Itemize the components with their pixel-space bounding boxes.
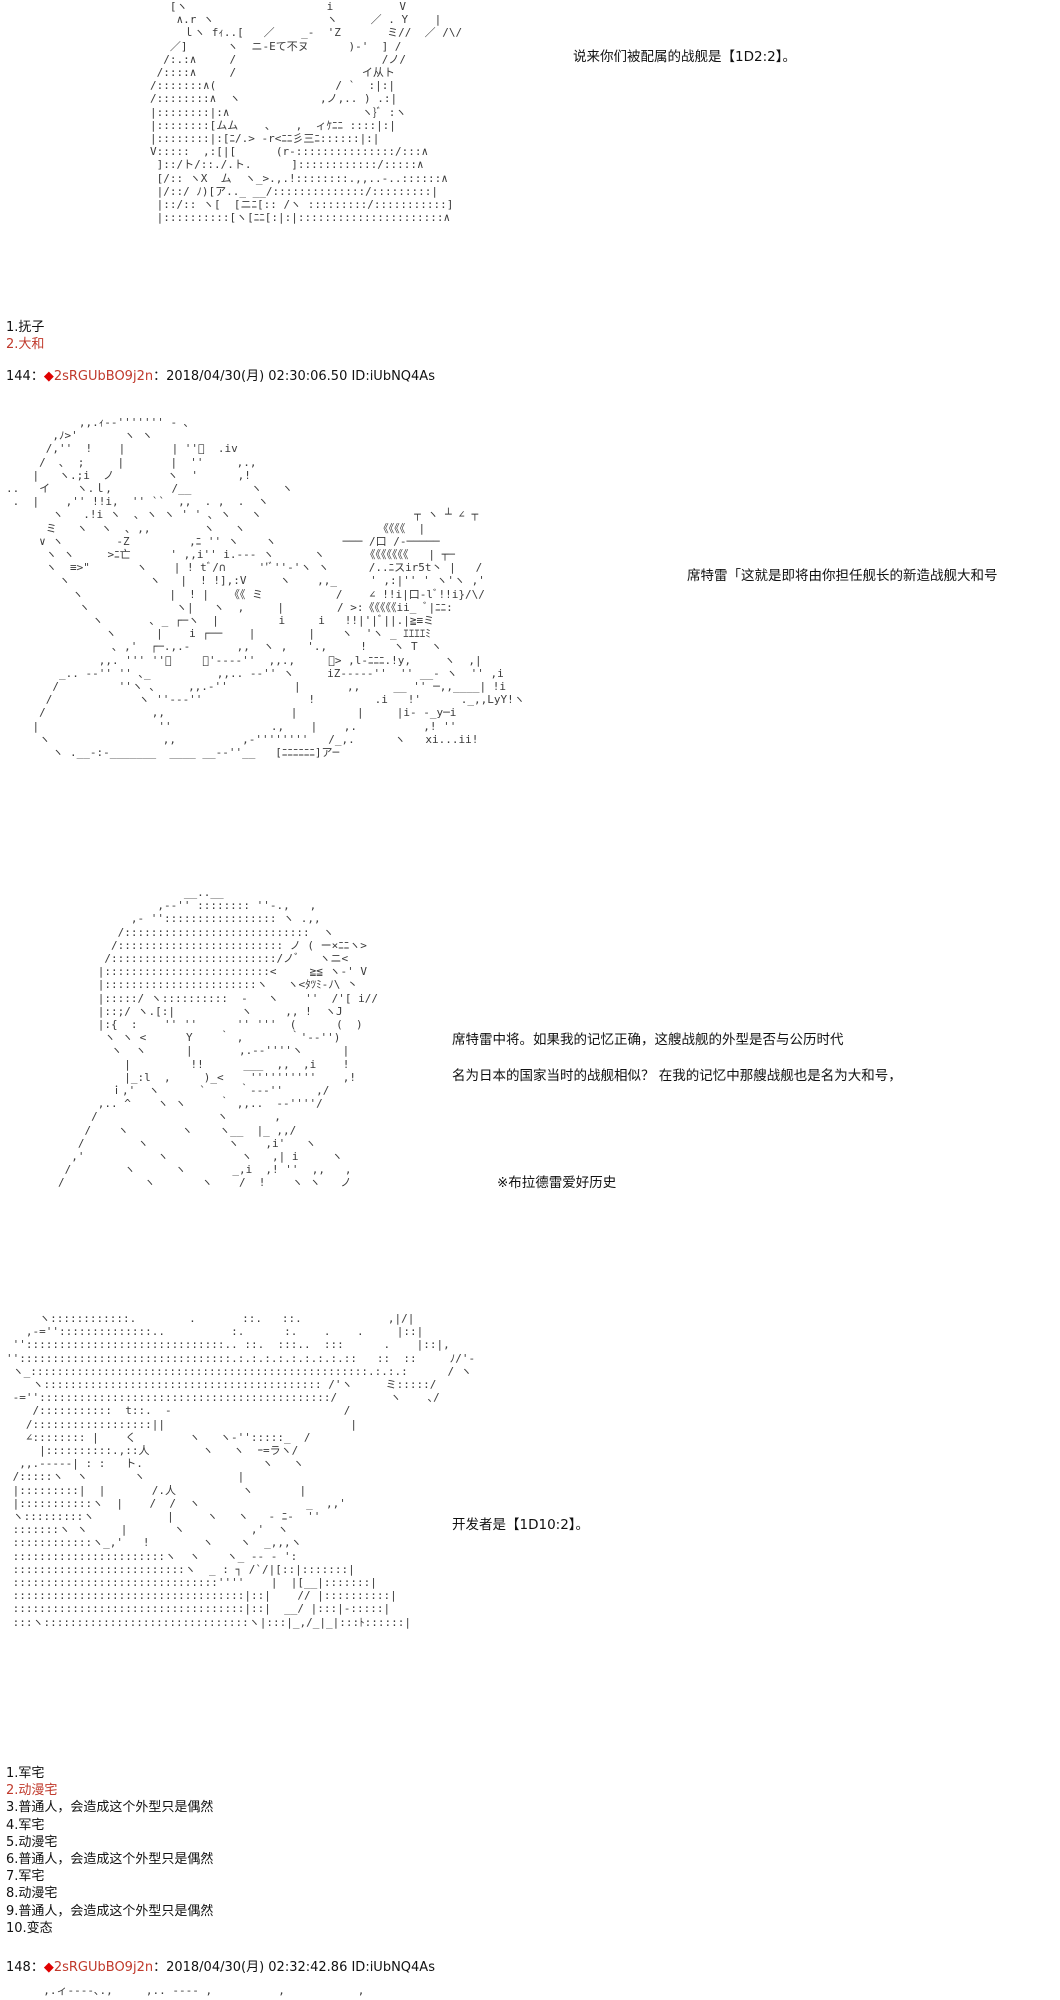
vote-option: 3.普通人，会造成这个外型只是偶然 bbox=[6, 1800, 214, 1816]
annotation-history-note: ※布拉德雷爱好历史 bbox=[497, 1175, 617, 1191]
vote-option: 6.普通人，会造成这个外型只是偶然 bbox=[6, 1852, 214, 1868]
ascii-art-battleship: ,,.ｨ-‐''''''' - ､ ,ﾉ>' ヽ ヽ /,'' ! | | ''… bbox=[6, 416, 525, 760]
ascii-art-next-post: ,.ィ‐-‐-､., ,.. -‐‐- , , , bbox=[30, 1984, 365, 1997]
vote-option: 1.军宅 bbox=[6, 1766, 45, 1781]
trip-diamond-icon: ◆ bbox=[43, 1960, 54, 1975]
vote-option: 9.普通人，会造成这个外型只是偶然 bbox=[6, 1903, 214, 1919]
vote-option: 7.军宅 bbox=[6, 1869, 45, 1885]
dialogue-line-yamato: 席特雷「这就是即将由你担任舰长的新造战舰大和号 bbox=[687, 568, 998, 584]
ascii-art-officer: __..__ ,-‐'' :::::::: ''-., , ,- '':::::… bbox=[58, 886, 379, 1190]
dialogue-line-question-1: 席特雷中将。如果我的记忆正确，这艘战舰的外型是否与公历时代 bbox=[452, 1032, 844, 1048]
ascii-art-figure: ヽ::::::::::::. . ::. ::. ,|/| ,-='':::::… bbox=[6, 1312, 476, 1629]
post-trip[interactable]: 2sRGUbBO9j2n bbox=[53, 1960, 154, 1975]
vote-option: 1.抚子 bbox=[6, 320, 45, 335]
vote-list-2: 1.军宅 2.动漫宅 3.普通人，会造成这个外型只是偶然 4.军宅 5.动漫宅 … bbox=[6, 1765, 213, 1937]
vote-option-selected: 2.大和 bbox=[6, 337, 45, 353]
post-meta: ：2018/04/30(月) 02:30:06.50 ID:iUbNQ4As bbox=[153, 369, 435, 384]
post-trip[interactable]: 2sRGUbBO9j2n bbox=[53, 369, 154, 384]
post-separator: ： bbox=[30, 1960, 44, 1975]
vote-option: 4.军宅 bbox=[6, 1817, 45, 1833]
trip-diamond-icon: ◆ bbox=[43, 369, 54, 384]
ascii-art-girl: [ヽ i V ∧.r ヽ ヽ ／ . Y | ｌヽ fｨ..[ ／ _- 'Z … bbox=[150, 0, 463, 225]
vote-option-selected: 2.动漫宅 bbox=[6, 1783, 58, 1799]
post-header-144: 144：◆2sRGUbBO9j2n：2018/04/30(月) 02:30:06… bbox=[6, 368, 435, 386]
vote-option: 8.动漫宅 bbox=[6, 1886, 58, 1902]
dialogue-line-question-2: 名为日本的国家当时的战舰相似？ 在我的记忆中那艘战舰也是名为大和号， bbox=[452, 1068, 902, 1084]
post-header-148: 148：◆2sRGUbBO9j2n：2018/04/30(月) 02:32:42… bbox=[6, 1959, 435, 1977]
narration-line-developer: 开发者是【1D10:2】。 bbox=[452, 1517, 590, 1533]
vote-list-1: 1.抚子 2.大和 bbox=[6, 319, 44, 353]
post-number: 148 bbox=[6, 1960, 31, 1975]
vote-option: 5.动漫宅 bbox=[6, 1834, 58, 1850]
post-separator: ： bbox=[30, 369, 44, 384]
vote-option: 10.变态 bbox=[6, 1920, 53, 1936]
post-number: 144 bbox=[6, 369, 31, 384]
narration-line-ship: 说来你们被配属的战舰是【1D2:2】。 bbox=[573, 49, 796, 65]
post-meta: ：2018/04/30(月) 02:32:42.86 ID:iUbNQ4As bbox=[153, 1960, 435, 1975]
